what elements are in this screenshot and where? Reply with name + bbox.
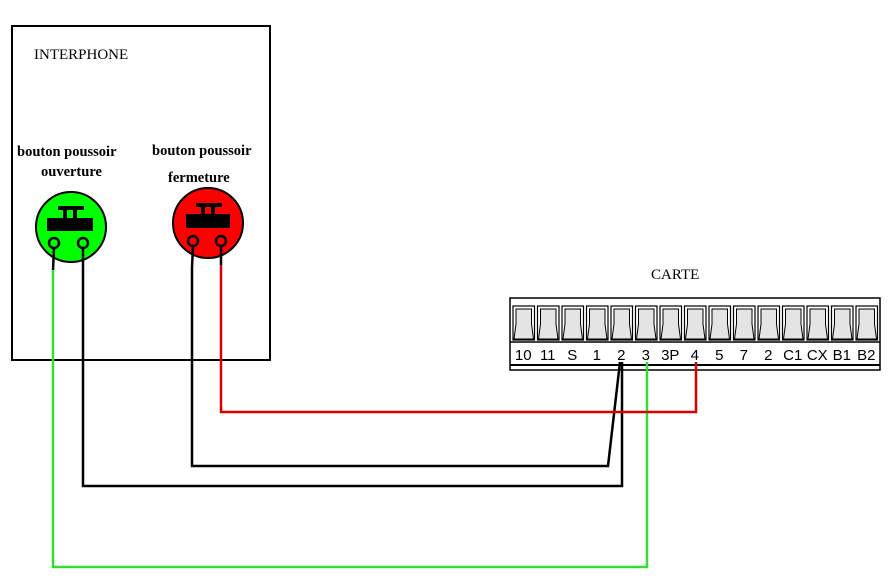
terminal-screw	[758, 308, 780, 340]
terminal-screw	[537, 308, 559, 340]
push-button-open-cap	[58, 206, 84, 210]
terminal-screw	[635, 308, 657, 340]
push-button-open	[35, 191, 107, 271]
push-button-open-plate	[47, 218, 93, 231]
terminal-screw	[807, 308, 829, 340]
terminal-screw	[562, 308, 584, 340]
terminal-10: 10	[512, 305, 536, 364]
terminal-label: B1	[833, 347, 851, 364]
push-button-open-stem	[63, 206, 67, 218]
wire-red-to-4	[219, 265, 698, 414]
push-button-close-plate	[186, 214, 230, 228]
terminal-screw	[733, 308, 755, 340]
push-button-close-stem	[201, 203, 205, 215]
push-button-close-stem	[211, 203, 215, 215]
terminal-7: 7	[732, 305, 756, 364]
terminal-1: 1	[585, 305, 609, 364]
interphone-box	[11, 25, 271, 361]
terminal-label: 3P	[661, 347, 679, 364]
terminal-5: 5	[708, 305, 732, 364]
terminal-screw	[831, 308, 853, 340]
terminal-screw	[611, 308, 633, 340]
terminal-screw	[684, 308, 706, 340]
push-button-close-cap	[196, 203, 222, 207]
terminal-label: 4	[691, 347, 699, 364]
terminal-C1: C1	[781, 305, 805, 364]
terminal-label: 2	[617, 347, 625, 364]
terminal-screw	[586, 308, 608, 340]
terminal-3P: 3P	[659, 305, 683, 364]
wire-black-close-to-2	[190, 268, 622, 468]
terminal-B1: B1	[830, 305, 854, 364]
carte-title: CARTE	[651, 267, 699, 283]
terminal-label: S	[567, 347, 577, 364]
terminal-2: 2	[610, 305, 634, 364]
terminal-screw	[782, 308, 804, 340]
terminal-label: B2	[857, 347, 875, 364]
button-open-label-1: bouton poussoir	[17, 144, 117, 160]
terminal-label: CX	[807, 347, 828, 364]
terminal-11: 11	[536, 305, 560, 364]
terminal-screw	[513, 308, 535, 340]
terminal-B2: B2	[855, 305, 879, 364]
terminal-2: 2	[757, 305, 781, 364]
terminal-screw	[660, 308, 682, 340]
terminal-CX: CX	[806, 305, 830, 364]
push-button-close	[172, 187, 244, 269]
terminal-4: 4	[683, 305, 707, 364]
wire-black-open-to-2	[81, 270, 624, 488]
wire-green-to-3	[51, 270, 649, 569]
terminal-label: C1	[783, 347, 802, 364]
push-button-open-stem	[73, 206, 77, 218]
terminal-S: S	[561, 305, 585, 364]
terminal-label: 3	[642, 347, 650, 364]
terminal-label: 2	[764, 347, 772, 364]
terminal-screw	[856, 308, 878, 340]
terminal-label: 7	[740, 347, 748, 364]
interphone-title: INTERPHONE	[34, 47, 128, 63]
button-open-label-2: ouverture	[41, 164, 103, 180]
terminal-label: 1	[593, 347, 601, 364]
terminal-3: 3	[634, 305, 658, 364]
button-close-label-1: bouton poussoir	[152, 143, 252, 159]
terminal-label: 11	[540, 347, 556, 364]
button-close-label-2: fermeture	[168, 170, 230, 186]
terminal-label: 5	[715, 347, 723, 364]
terminal-screw	[709, 308, 731, 340]
terminal-label: 10	[515, 347, 532, 364]
